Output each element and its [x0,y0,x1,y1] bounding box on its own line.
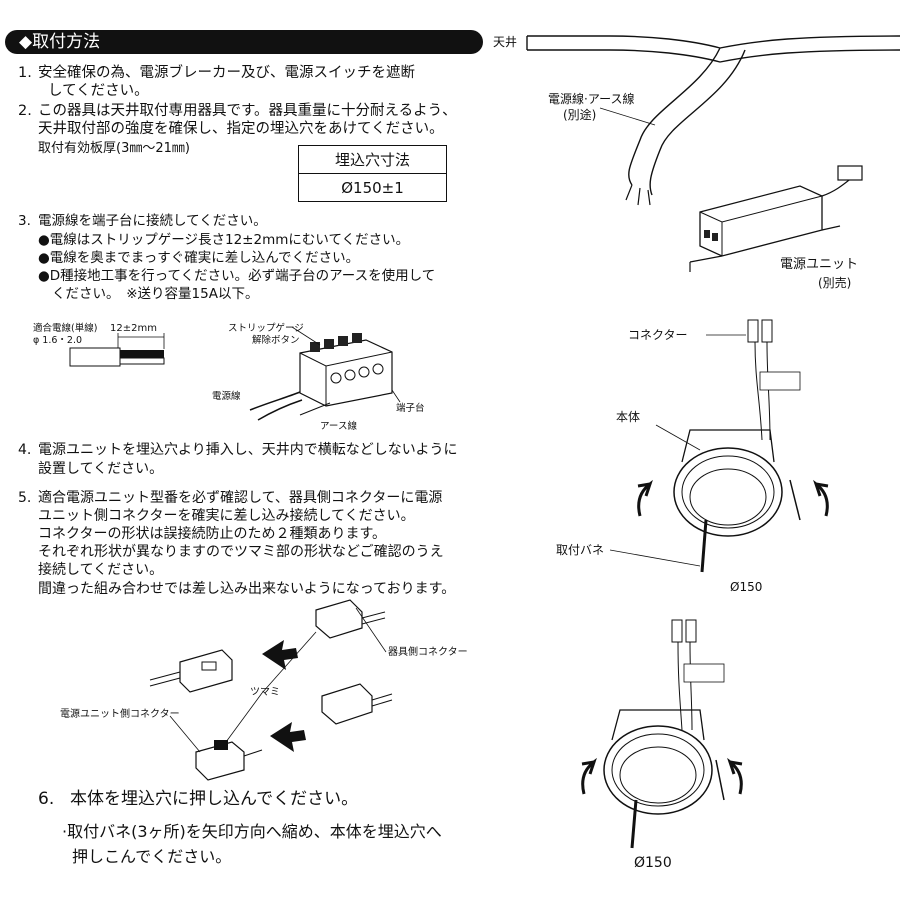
spring-label: 取付バネ [556,543,605,557]
step-5-number: 5. [18,490,32,506]
step-1-line2: してください。 [48,83,149,99]
release-button-label: 解除ボタン [252,335,300,346]
step-4-line2: 設置してください。 [38,461,164,477]
step-6-line2: ·取付バネ(3ヶ所)を矢印方向へ縮め、本体を埋込穴へ [62,822,442,841]
fixture-connector-label: 器具側コネクター [388,647,468,658]
step-5-line6: 間違った組み合わせでは差し込み出来ないようになっております。 [38,581,456,597]
body-label: 本体 [616,410,641,424]
step-5-line3: コネクターの形状は誤接続防止のため２種類あります。 [38,526,387,542]
hole-size-header: 埋込穴寸法 [298,145,447,174]
step-1-number: 1. [18,65,32,81]
wire-size-label: φ 1.6・2.0 [33,335,83,346]
power-unit-note: (別売) [818,276,852,290]
cable-note: (別途) [563,108,597,122]
step-2-line1: この器具は天井取付専用器具です。器具重量に十分耐えるよう、 [38,103,457,119]
step-5-line5: 接続してください。 [38,562,164,578]
step-4-line1: 電源ユニットを埋込穴より挿入し、天井内で横転などしないように [38,442,458,458]
strip-gauge-label: ストリップゲージ [228,323,304,334]
step-6-number: 6. [38,789,55,809]
step-1-line1: 安全確保の為、電源ブレーカー及び、電源スイッチを遮断 [38,65,415,81]
knob-label: ツマミ [250,687,280,698]
strip-length-label: 12±2mm [110,323,157,334]
connector-label: コネクター [628,328,688,342]
step-5-line4: それぞれ形状が異なりますのでツマミ部の形状などご確認のうえ [38,544,444,560]
power-unit-label: 電源ユニット [780,257,859,272]
step-3-bullet1: ●電線はストリップゲージ長さ12±2mmにむいてください。 [38,232,410,248]
step-3-line1: 電源線を端子台に接続してください。 [38,213,267,229]
hole-size-value: Ø150±1 [298,173,447,202]
step-4-number: 4. [18,442,32,458]
earth-wire-label: アース線 [320,421,357,432]
ceiling-label: 天井 [493,35,518,49]
diameter-bottom: Ø150 [634,855,672,871]
step-3-bullet2: ●電線を奥までまっすぐ確実に差し込んでください。 [38,250,360,266]
step-5-line1: 適合電源ユニット型番を必ず確認して、器具側コネクターに電源 [38,490,443,506]
power-wire-label: 電源線 [212,391,241,402]
diameter-top: Ø150 [730,580,763,594]
step-2-line3: 取付有効板厚(3㎜～21㎜) [38,141,190,156]
cable-label: 電源線·アース線 [548,92,635,106]
step-6-line3: 押しこんでください。 [72,847,232,866]
step-3-bullet3: ●D種接地工事を行ってください。必ず端子台のアースを使用して [38,268,436,284]
step-2-line2: 天井取付部の強度を確保し、指定の埋込穴をあけてください。 [38,121,444,137]
terminal-block-label: 端子台 [396,403,425,414]
hole-size-table: 埋込穴寸法 Ø150±1 [298,145,447,202]
step-3-bullet3-cont: ください。 ※送り容量15A以下。 [52,286,259,302]
step-3-number: 3. [18,213,31,229]
step-5-line2: ユニット側コネクターを確実に差し込み接続してください。 [38,508,415,524]
step-2-number: 2. [18,103,32,119]
wire-type-label: 適合電線(単線) [33,323,98,334]
section-header: ◆取付方法 [5,30,483,54]
unit-connector-label: 電源ユニット側コネクター [60,709,180,720]
step-6-line1: 本体を埋込穴に押し込んでください。 [70,789,359,809]
